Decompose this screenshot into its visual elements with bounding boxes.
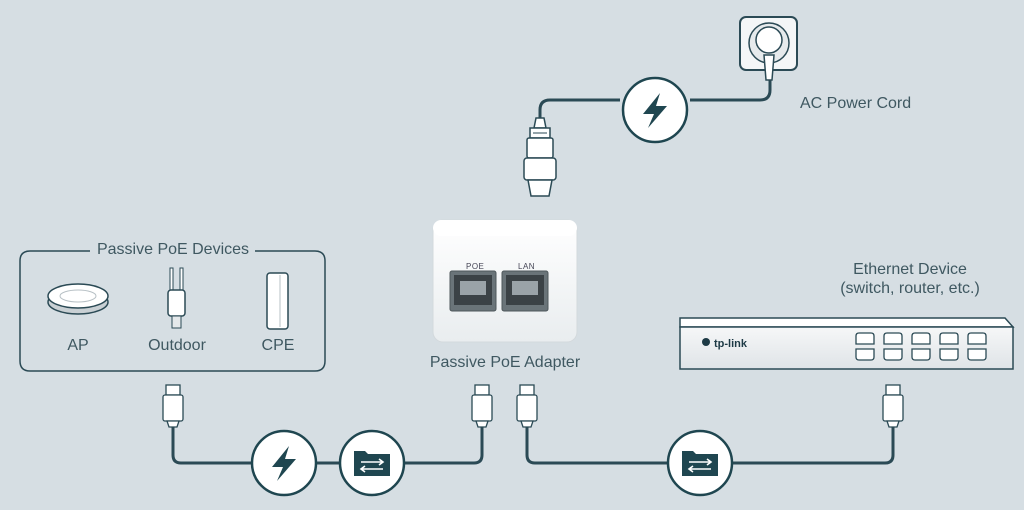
outdoor-ap-icon xyxy=(167,267,186,329)
iec-connector-icon xyxy=(523,117,557,197)
ethernet-device-label: Ethernet Device xyxy=(853,261,967,278)
switch-port xyxy=(967,348,987,361)
cpe-icon xyxy=(266,272,289,330)
rj45-plug-icon-lan xyxy=(516,384,538,428)
power-badge-poe xyxy=(250,429,318,497)
lightning-bolt-icon xyxy=(272,446,296,481)
adapter-port-label-poe: POE xyxy=(466,262,485,271)
switch-port xyxy=(967,332,987,345)
devices-group-title: Passive PoE Devices xyxy=(96,241,250,258)
devices-group-box xyxy=(19,250,326,372)
switch-port xyxy=(855,332,875,345)
adapter-label: Passive PoE Adapter xyxy=(429,354,581,371)
device-label-ap: AP xyxy=(67,337,89,354)
lan-cable xyxy=(525,425,895,465)
switch-port xyxy=(939,348,959,361)
switch-brand-logo: tp-link xyxy=(714,338,747,350)
data-folder-icon xyxy=(682,451,718,476)
switch-port xyxy=(883,332,903,345)
rj45-plug-icon-switch xyxy=(882,384,904,428)
device-label-cpe: CPE xyxy=(261,337,295,354)
adapter-port-label-lan: LAN xyxy=(518,262,536,271)
rj45-plug-icon-left-device xyxy=(162,384,184,428)
data-folder-icon xyxy=(354,451,390,476)
switch-port xyxy=(939,332,959,345)
ac-power-cord-label: AC Power Cord xyxy=(800,95,912,112)
ac-cable xyxy=(538,80,772,118)
ethernet-device-sublabel: (switch, router, etc.) xyxy=(840,280,980,297)
switch-port xyxy=(883,348,903,361)
switch-port xyxy=(911,332,931,345)
poe-cable xyxy=(171,425,484,465)
rj45-plug-icon-poe xyxy=(471,384,493,428)
switch-ports xyxy=(855,332,987,361)
switch-port xyxy=(855,348,875,361)
data-badge-lan xyxy=(666,429,734,497)
switch-port xyxy=(911,348,931,361)
wall-socket-icon xyxy=(739,16,798,81)
poe-adapter-icon xyxy=(432,219,578,343)
lightning-bolt-icon xyxy=(643,93,667,128)
power-badge-ac xyxy=(621,76,689,144)
data-badge-poe xyxy=(338,429,406,497)
access-point-icon xyxy=(47,283,109,315)
device-label-outdoor: Outdoor xyxy=(148,337,206,354)
